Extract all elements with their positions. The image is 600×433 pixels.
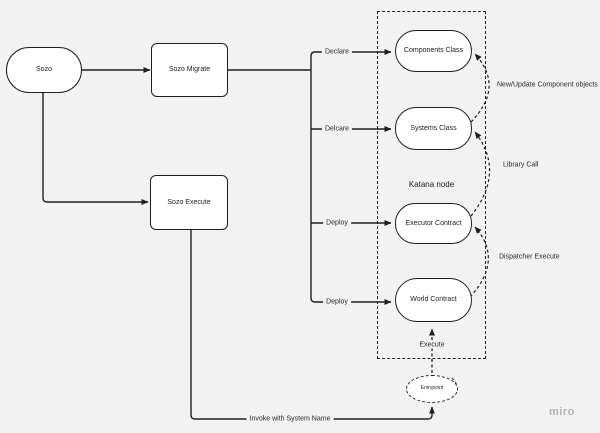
node-components-class[interactable]: Components Class xyxy=(395,30,472,72)
edge-label-new-update[interactable]: New/Update Component objects xyxy=(497,81,598,89)
edge-deploy-world[interactable] xyxy=(310,70,392,305)
node-systems-class[interactable]: Systems Class xyxy=(395,107,472,150)
node-executor-contract-label: Executor Contract xyxy=(405,219,462,227)
edge-declare-components[interactable] xyxy=(310,49,392,70)
edge-newupdate-components[interactable] xyxy=(470,53,490,123)
edge-label-declare[interactable]: Declare xyxy=(321,48,353,56)
edge-dispatcher-executor[interactable] xyxy=(469,226,489,298)
node-entrypoint[interactable]: Entrypoint xyxy=(406,375,458,403)
node-sozo-migrate-label: Sozo Migrate xyxy=(168,66,211,74)
node-systems-class-label: Systems Class xyxy=(410,124,457,132)
node-world-contract[interactable]: World Contract xyxy=(395,278,472,322)
edge-label-execute[interactable]: Execute xyxy=(416,341,448,349)
node-sozo-execute-label: Sozo Execute xyxy=(167,198,211,206)
edge-label-invoke[interactable]: Invoke with System Name xyxy=(246,415,334,423)
node-components-class-label: Components Class xyxy=(403,47,464,55)
edge-label-library-call[interactable]: Library Call xyxy=(503,161,539,169)
edge-label-delcare[interactable]: Delcare xyxy=(321,125,353,133)
miro-watermark: miro xyxy=(549,406,575,418)
katana-node-label: Katana node xyxy=(408,180,455,189)
node-sozo-label: Sozo xyxy=(36,66,52,74)
edge-label-deploy-world[interactable]: Deploy xyxy=(323,298,351,306)
edge-sozo-to-execute[interactable] xyxy=(42,93,149,205)
node-executor-contract[interactable]: Executor Contract xyxy=(395,203,472,244)
node-world-contract-label: World Contract xyxy=(410,296,457,304)
edge-label-dispatcher-execute[interactable]: Dispatcher Execute xyxy=(499,253,560,261)
node-sozo-migrate[interactable]: Sozo Migrate xyxy=(151,43,228,97)
edge-label-deploy-executor[interactable]: Deploy xyxy=(323,219,351,227)
node-sozo[interactable]: Sozo xyxy=(6,47,82,93)
node-entrypoint-label: Entrypoint xyxy=(420,385,444,392)
edge-librarycall-systems[interactable] xyxy=(470,131,491,217)
katana-node-container[interactable] xyxy=(377,11,486,359)
node-sozo-execute[interactable]: Sozo Execute xyxy=(150,175,228,230)
